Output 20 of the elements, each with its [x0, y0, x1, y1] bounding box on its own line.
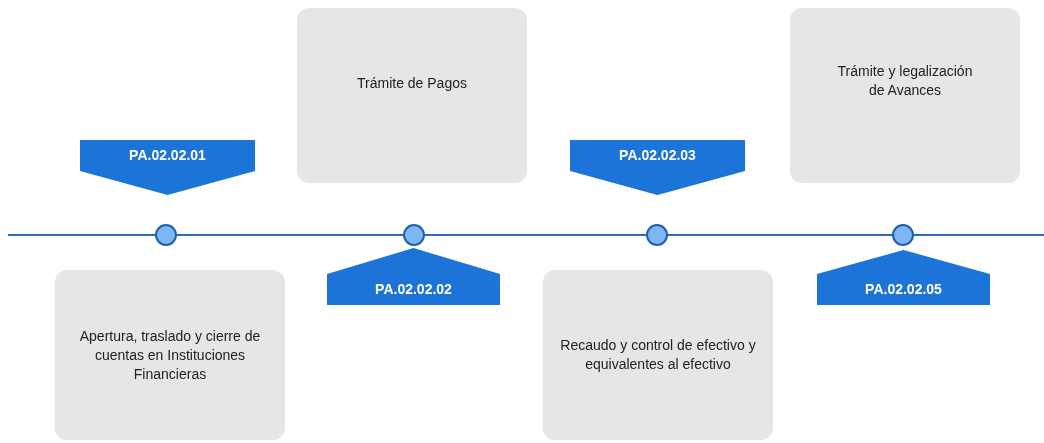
code-label: PA.02.02.02 — [374, 280, 453, 298]
process-text: Recaudo y control de efectivo y equivalentes al efectivo — [559, 336, 757, 374]
code-label: PA.02.02.03 — [618, 146, 697, 164]
code-tag — [80, 140, 255, 195]
code-tag — [570, 140, 745, 195]
code-tag — [327, 248, 500, 305]
process-text: Trámite y legalización de Avances — [836, 62, 974, 100]
process-box — [55, 270, 285, 440]
timeline-marker — [403, 224, 425, 246]
process-box — [297, 8, 527, 183]
timeline-marker — [892, 224, 914, 246]
process-text: Apertura, traslado y cierre de cuentas en Instituciones Financieras — [78, 326, 262, 384]
process-box — [543, 270, 773, 440]
process-text: Trámite de Pagos — [357, 74, 467, 93]
timeline-marker — [646, 224, 668, 246]
timeline-marker — [155, 224, 177, 246]
code-label: PA.02.02.05 — [864, 280, 943, 298]
code-label: PA.02.02.01 — [128, 146, 207, 164]
process-box — [790, 8, 1020, 183]
code-tag — [817, 250, 990, 305]
